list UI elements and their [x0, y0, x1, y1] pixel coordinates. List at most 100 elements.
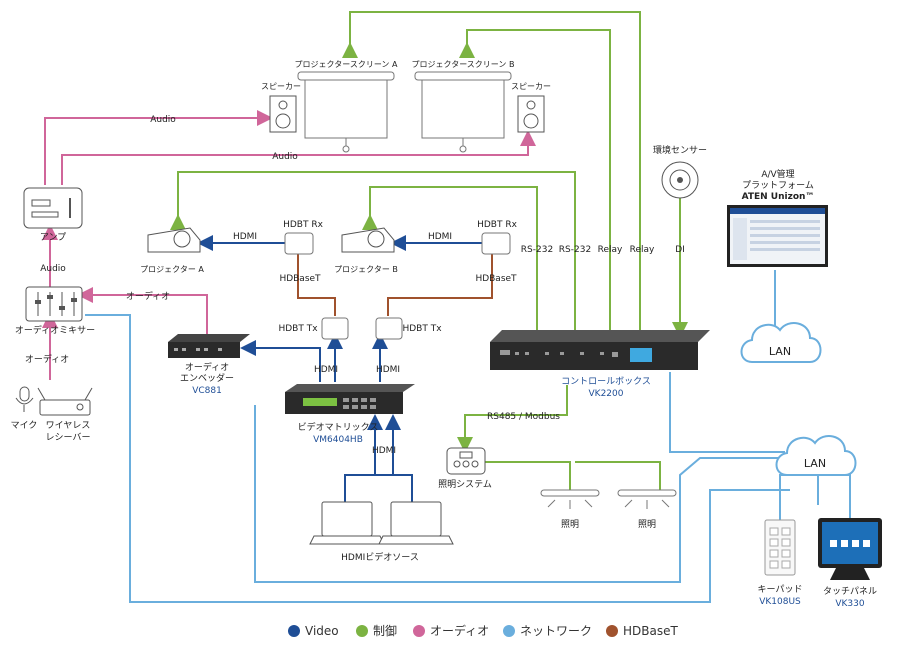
sources-label: HDMIビデオソース	[341, 551, 419, 563]
microphone: マイク	[11, 386, 38, 431]
di-label: DI	[675, 245, 685, 255]
legend-item-control: 制御	[356, 623, 397, 638]
laptop-icon	[309, 501, 385, 545]
amplifier: アンプ	[23, 187, 83, 243]
legend-label-audio: オーディオ	[430, 623, 489, 638]
control-box-label: コントロールボックス	[561, 376, 651, 387]
receiver-label-1: ワイヤレス	[46, 421, 91, 431]
hdbt-rx-b: HDBT Rx	[477, 220, 518, 255]
legend-item-audio: オーディオ	[413, 623, 489, 638]
audio-embedder-label: オーディオ	[126, 290, 170, 302]
light-fixture-icon	[540, 489, 600, 509]
speaker-left: スピーカー	[261, 82, 301, 133]
laptop-2	[378, 501, 454, 545]
embedder-label-2: エンベッダー	[180, 372, 234, 384]
platform-label-2: プラットフォーム	[742, 180, 814, 191]
rs232-2-label: RS-232	[559, 245, 591, 255]
projector-screen-a: プロジェクタースクリーン A	[295, 60, 398, 153]
matrix-model: VM6404HB	[313, 435, 363, 445]
lighting-system: 照明システム	[438, 447, 492, 490]
projector-a-label: プロジェクター A	[140, 265, 204, 274]
speaker-icon	[517, 95, 545, 133]
projector-b-label: プロジェクター B	[334, 265, 398, 274]
video-lines	[197, 235, 482, 502]
light-1-label: 照明	[561, 519, 579, 530]
monitor-icon	[727, 205, 828, 267]
hdbaset-a-label: HDBaseT	[279, 274, 321, 284]
amplifier-icon	[23, 187, 83, 229]
touch-panel-icon	[818, 518, 882, 580]
keypad: キーパッド VK108US	[758, 519, 803, 607]
speaker-right: スピーカー	[511, 82, 551, 133]
touch-label: タッチパネル	[823, 586, 877, 597]
speaker-icon	[269, 95, 297, 133]
light-2-label: 照明	[638, 519, 656, 530]
projector-a: プロジェクター A	[140, 227, 204, 274]
screen-b-label: プロジェクタースクリーン B	[412, 60, 515, 69]
control-lines	[170, 11, 688, 490]
hdbt-tx-a-label: HDBT Tx	[278, 324, 318, 334]
av-platform: A/V管理 プラットフォーム ATEN Unizon™	[727, 168, 828, 267]
legend-item-hdbaset: HDBaseT	[606, 624, 678, 638]
legend-item-network: ネットワーク	[503, 624, 592, 638]
audio-receiver-label: オーディオ	[25, 353, 69, 365]
hdmi-proj-a-label: HDMI	[233, 232, 257, 242]
lan-top-label: LAN	[769, 345, 791, 358]
wireless-receiver-icon	[37, 387, 93, 416]
screen-a-label: プロジェクタースクリーン A	[295, 60, 398, 69]
projector-screen-icon	[297, 71, 395, 153]
audio-mixer: オーディオミキサー	[15, 286, 95, 336]
legend-item-video: Video	[288, 624, 339, 638]
projector-screen-b: プロジェクタースクリーン B	[412, 60, 515, 153]
video-matrix: ビデオマトリックス VM6404HB	[285, 384, 415, 445]
microphone-icon	[15, 386, 34, 412]
laptop-1	[309, 501, 385, 545]
light-1: 照明	[540, 489, 600, 530]
embedder-model: VC881	[192, 386, 222, 396]
keypad-model: VK108US	[759, 597, 801, 607]
keypad-label: キーパッド	[758, 584, 803, 595]
projector-icon	[341, 227, 395, 253]
hdbt-tx-a: HDBT Tx	[278, 317, 349, 340]
legend: Video 制御 オーディオ ネットワーク HDBaseT	[288, 623, 678, 638]
hdbt-rx-a: HDBT Rx	[283, 220, 324, 255]
audio-top-label: Audio	[150, 115, 176, 125]
touch-model: VK330	[835, 599, 865, 609]
mic-label: マイク	[11, 420, 38, 431]
relay-1-label: Relay	[598, 245, 623, 255]
laptop-icon	[378, 501, 454, 545]
hdmi-matrix-2-label: HDMI	[376, 365, 400, 375]
hdbaset-b-label: HDBaseT	[475, 274, 517, 284]
lan-top: LAN	[740, 322, 822, 363]
hdbt-rx-a-label: HDBT Rx	[283, 220, 323, 230]
legend-label-hdbaset: HDBaseT	[623, 624, 678, 638]
legend-swatch-video	[288, 625, 300, 637]
speaker-left-label: スピーカー	[261, 82, 301, 91]
audio-lines	[42, 110, 536, 380]
platform-label-1: A/V管理	[761, 168, 794, 180]
environment-sensor: 環境センサー	[653, 144, 707, 199]
wireless-receiver: ワイヤレス レシーバー	[37, 387, 93, 443]
audio-embedder: オーディオ エンベッダー VC881	[168, 334, 250, 396]
speaker-right-label: スピーカー	[511, 82, 551, 91]
hdmi-sources-label: HDMI	[372, 446, 396, 456]
light-fixture-icon	[617, 489, 677, 509]
environment-sensor-icon	[661, 161, 699, 199]
cloud-icon	[740, 322, 822, 363]
projector-b: プロジェクター B	[334, 227, 398, 274]
legend-swatch-control	[356, 625, 368, 637]
projector-screen-icon	[414, 71, 512, 153]
projector-icon	[147, 227, 201, 253]
hdmi-matrix-1-label: HDMI	[314, 365, 338, 375]
sensor-label: 環境センサー	[653, 144, 707, 156]
hdmi-proj-b-label: HDMI	[428, 232, 452, 242]
control-box: コントロールボックス VK2200	[490, 330, 710, 399]
legend-label-control: 制御	[373, 623, 397, 638]
hdbaset-lines	[297, 254, 493, 316]
hdbt-tx-b: HDBT Tx	[375, 317, 442, 340]
platform-label-3: ATEN Unizon™	[742, 192, 815, 202]
audio-amp-label: Audio	[40, 264, 66, 274]
amp-label: アンプ	[40, 232, 66, 243]
